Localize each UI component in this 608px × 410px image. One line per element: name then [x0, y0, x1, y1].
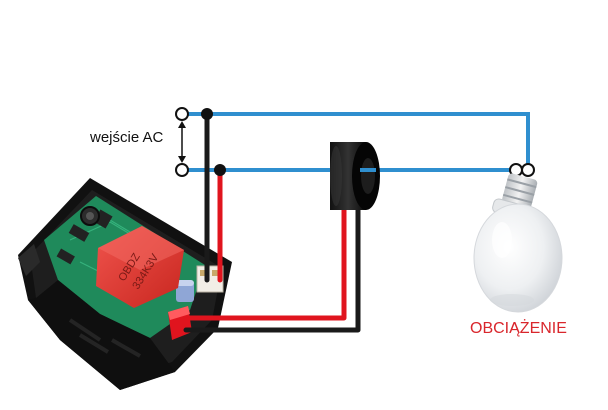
load-label: OBCIĄŻENIE — [470, 320, 567, 337]
red-wires — [183, 167, 347, 321]
current-transformer — [330, 142, 380, 210]
ac-input-arrow — [178, 121, 186, 163]
black-wires — [183, 111, 361, 333]
junction-dots — [201, 108, 226, 176]
relay-component: OBDZ 334K3V — [96, 226, 184, 308]
light-bulb — [473, 173, 563, 313]
ac-input-label: wejście AC — [90, 129, 164, 146]
open-terminals — [175, 107, 535, 177]
